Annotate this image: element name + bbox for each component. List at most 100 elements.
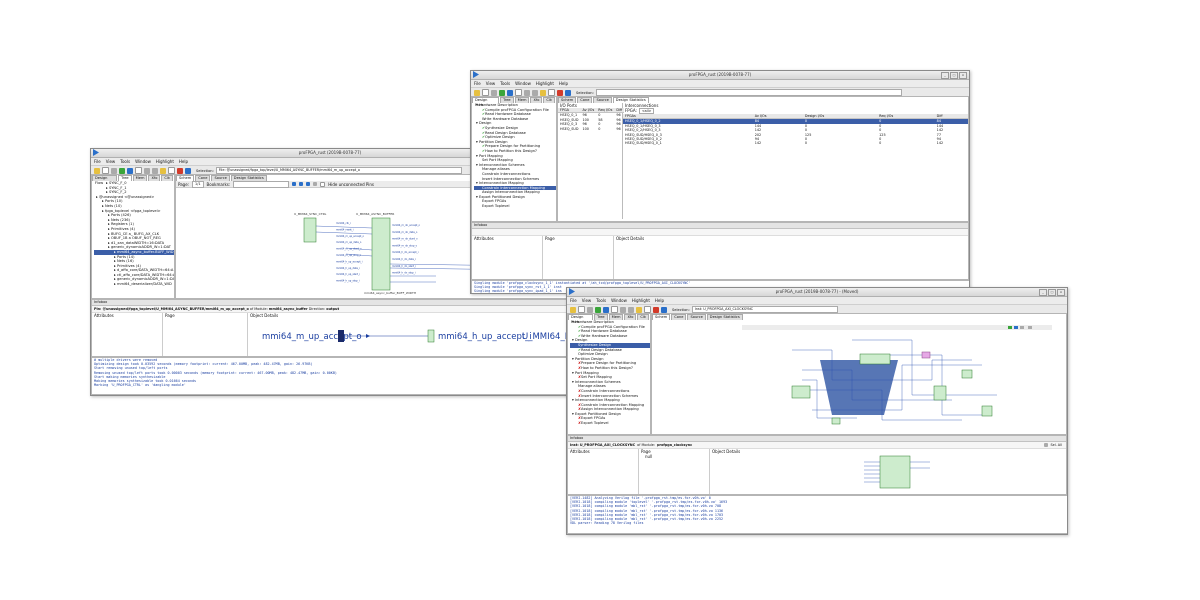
title-bar[interactable]: proFPGA_rust (2019B-0078-77) - (Moved) _…	[567, 288, 1067, 297]
flow-step[interactable]: Write Hardware Database	[474, 117, 556, 122]
flow-step[interactable]: Synthesize Design	[570, 342, 650, 348]
flow-step[interactable]: ▾ Design	[474, 121, 556, 126]
pin-label[interactable]: mmi64_h_dn_start_i	[392, 265, 416, 268]
flow-step[interactable]: ✘Assign Interconnection Mapping	[570, 407, 650, 412]
module-block[interactable]	[831, 417, 841, 425]
flow-step[interactable]: Optimize Design	[570, 352, 650, 357]
module-block[interactable]	[791, 385, 811, 399]
flow-step[interactable]: Assign Interconnection Mapping	[474, 190, 556, 195]
bookmarks-dropdown[interactable]	[233, 180, 290, 188]
pin-label[interactable]: mmi64_m_up_stop_o	[336, 254, 362, 257]
column-header[interactable]: Av I/Os	[580, 108, 597, 114]
tree-item[interactable]: ▸ generic_dynamicADDR_W=1:DA	[94, 277, 174, 282]
save-icon[interactable]	[111, 167, 117, 174]
flow-step[interactable]: ✘Set Port Mapping	[570, 375, 650, 380]
menu-window[interactable]: Window	[135, 159, 151, 164]
flow-step[interactable]: ▾ Export Partitioned Design	[570, 412, 650, 417]
instance-block[interactable]	[879, 455, 911, 489]
tree-item[interactable]: ▸ OBUF_1B a OBUF_NOT_REG	[94, 236, 174, 241]
menu-tools[interactable]: Tools	[120, 159, 131, 164]
flow-step[interactable]: Constrain Interconnection Mapping	[474, 185, 556, 191]
flow-step[interactable]: ✘Export Toplevel	[570, 421, 650, 426]
column-header[interactable]: Req I/Os	[596, 108, 615, 114]
console-log[interactable]: [VERI-1482] Analyzing Verilog file '.pro…	[567, 495, 1067, 534]
flow-step[interactable]: ▾ Partition Design	[570, 357, 650, 362]
schematic-canvas[interactable]	[652, 320, 1064, 432]
pan-icon[interactable]	[313, 182, 318, 186]
pin-label[interactable]: mmi64_clk_i	[336, 222, 351, 225]
tab-cone[interactable]: Cone	[577, 97, 593, 103]
tab-cone[interactable]: Cone	[671, 314, 687, 320]
tab-mem[interactable]: Mem	[608, 314, 624, 320]
print-icon[interactable]	[168, 167, 175, 174]
run-icon[interactable]	[119, 167, 125, 174]
column-header[interactable]: Design I/Os	[802, 114, 878, 120]
tree-item[interactable]: ▸ mmi64_deserializer/DATA_WID	[94, 282, 174, 287]
new-file-icon[interactable]	[482, 89, 489, 96]
flow-step[interactable]: Set Port Mapping	[474, 158, 556, 163]
tab-source[interactable]: Source	[211, 175, 230, 181]
tree-item[interactable]: ▸ Primitives (4)	[94, 264, 174, 269]
tab-schem[interactable]: Schem	[558, 97, 577, 103]
stop-icon[interactable]	[177, 167, 183, 174]
open-folder-icon[interactable]	[94, 167, 100, 174]
flow-step[interactable]: Manage aliases	[474, 167, 556, 172]
menu-view[interactable]: View	[485, 81, 496, 86]
tree-item[interactable]: ▸ fpga_toplevel <fpga_toplevel>	[94, 209, 174, 214]
flow-step[interactable]: ✔Optimize Design	[474, 135, 556, 140]
pin-label[interactable]: mmi64_h_up_accept_i	[336, 260, 363, 263]
instance-preview[interactable]	[850, 452, 970, 492]
pin-label[interactable]: mmi64_m_dn_data_o	[392, 231, 418, 234]
selection-field[interactable]: Inst: U_PROFPGA_AXI_CLOCKSYNC	[691, 306, 838, 313]
flow-step[interactable]: Constrain Interconnections	[474, 172, 556, 177]
tree-item[interactable]: ▸ Nets (16)	[94, 259, 174, 264]
tree-item[interactable]: ▸ Ports (426)	[94, 213, 174, 218]
menu-help[interactable]: Help	[178, 159, 189, 164]
selection-field[interactable]: File: @unassigned/fpga_top/level/U_MMI64…	[215, 167, 462, 174]
tab-schem[interactable]: Schem	[176, 175, 195, 181]
minimize-button[interactable]: _	[1039, 289, 1047, 296]
flow-step[interactable]: ✔Read Hardware Database	[570, 329, 650, 334]
flow-step[interactable]: ▾ Interconnection Schemes	[474, 163, 556, 168]
zoom-out-icon[interactable]	[299, 182, 304, 186]
zoom-pin-left-port[interactable]	[338, 330, 344, 342]
tab-clk[interactable]: Clk	[543, 97, 555, 103]
search-icon[interactable]	[160, 167, 166, 174]
flow-step[interactable]: Export FPGAs	[474, 199, 556, 204]
tree-item[interactable]: ▸ Nets (236)	[94, 218, 174, 223]
pin-label[interactable]: mmi64_m_dn_start_o	[392, 238, 418, 241]
title-bar[interactable]: proFPGA_rust (2019B-0078-77) _ □ ×	[471, 71, 969, 80]
pin-label[interactable]: mmi64_h_dn_data_i	[392, 258, 416, 261]
print-icon[interactable]	[644, 306, 651, 313]
open-folder-icon[interactable]	[474, 89, 480, 96]
selection-field[interactable]	[595, 89, 902, 96]
refresh-icon[interactable]	[507, 89, 513, 96]
tab-clk[interactable]: Clk	[637, 314, 649, 320]
zoom-in-icon[interactable]	[1008, 326, 1012, 329]
module-block[interactable]	[859, 353, 891, 365]
tree-item[interactable]: ▸ Primitives (4)	[94, 227, 174, 232]
print-icon[interactable]	[548, 89, 555, 96]
pin-label[interactable]: mmi64_m_dn_stop_o	[392, 244, 418, 247]
console-log[interactable]: # multiple drivers were removed Optimizi…	[91, 357, 569, 395]
sync-ctrl-block[interactable]	[303, 217, 317, 243]
pin-label[interactable]: mmi64_h_up_stop_i	[336, 280, 360, 283]
flow-step[interactable]: ▾ Hardware Description	[474, 103, 556, 108]
new-file-icon[interactable]	[102, 167, 109, 174]
tab-xfo[interactable]: Xfo	[530, 97, 543, 103]
copy-icon[interactable]	[611, 306, 618, 313]
pan-icon[interactable]	[1028, 326, 1032, 329]
tree-item[interactable]: ▸ Ports (14)	[94, 255, 174, 260]
refresh-icon[interactable]	[127, 167, 133, 174]
flow-step[interactable]: ▾ Port Mapping	[570, 371, 650, 376]
tree-item[interactable]: ▸ d1_xan_dataWIDTH=16:DATA	[94, 241, 174, 246]
tab-mem[interactable]: Mem	[132, 175, 148, 181]
flow-step[interactable]: ✔Compile proFPGA Configuration File	[570, 325, 650, 330]
